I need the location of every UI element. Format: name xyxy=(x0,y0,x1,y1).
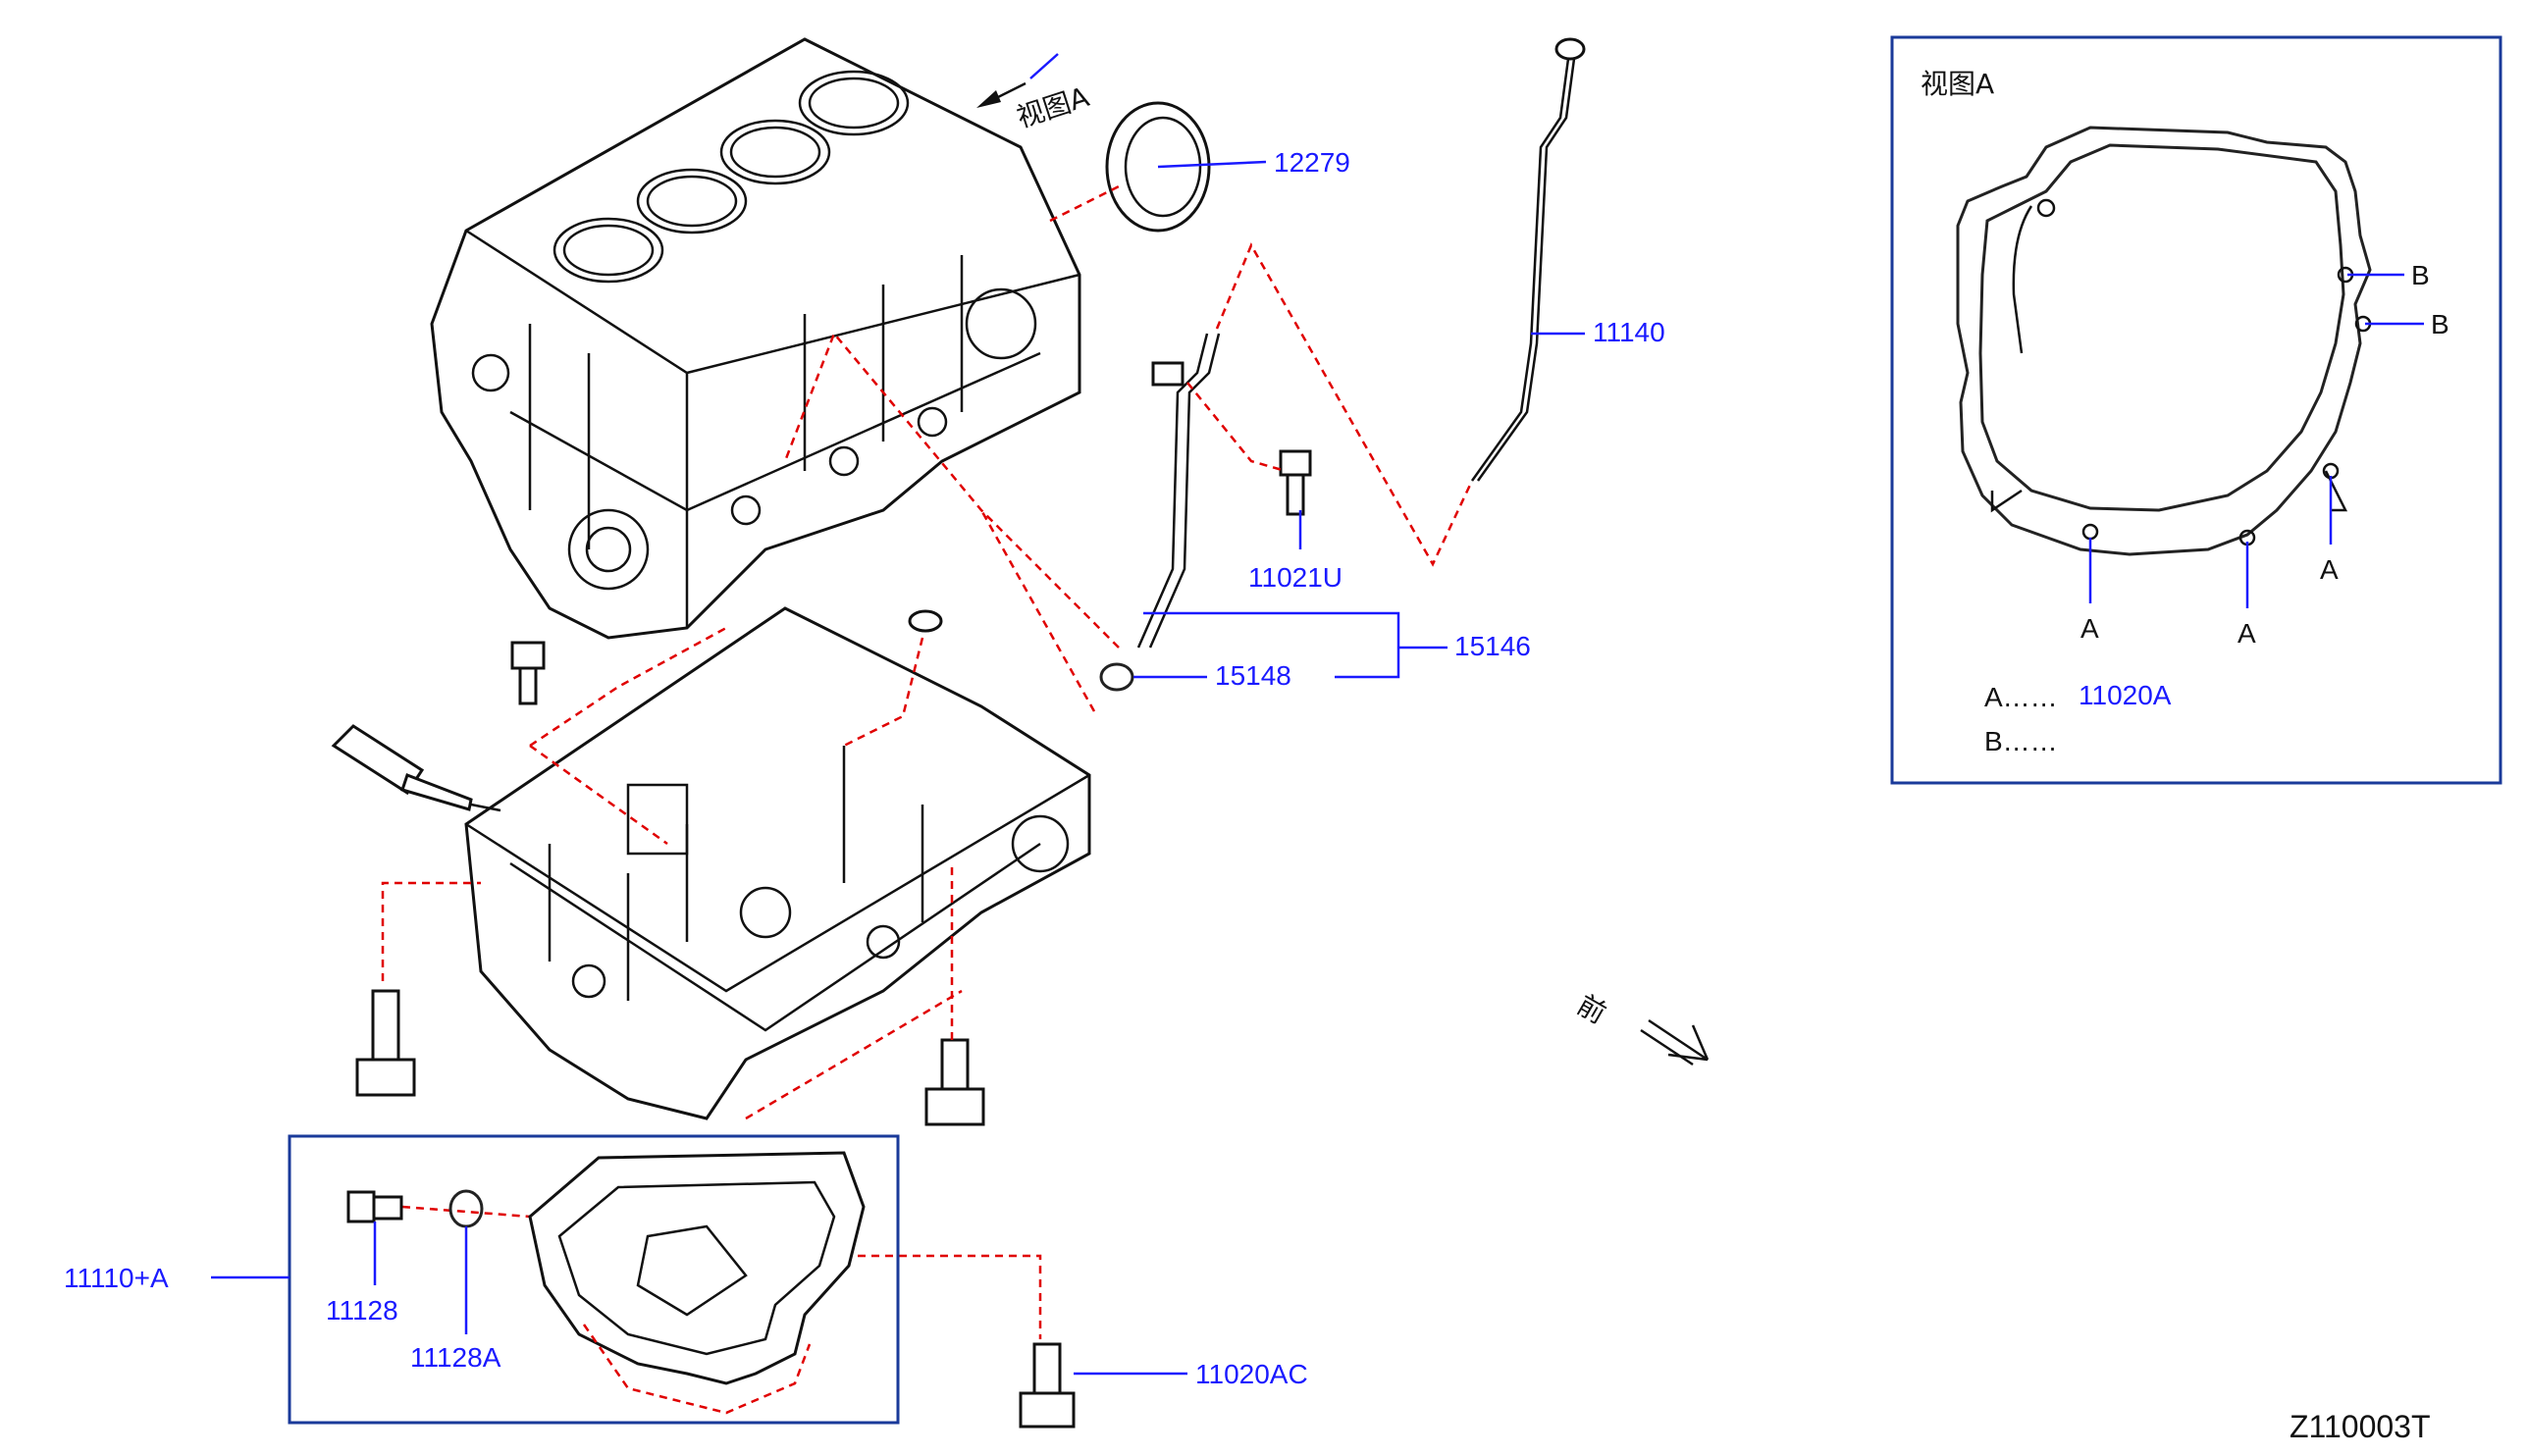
callout-leader-lines xyxy=(211,53,1585,1376)
sealant-tube-icon xyxy=(331,724,501,812)
callout-11128a: 11128A xyxy=(410,1342,501,1373)
pan-bolt-left-drawing xyxy=(355,989,416,1097)
oil-pan-assembly-frame xyxy=(288,1134,900,1425)
lower-oil-pan-drawing xyxy=(528,1151,866,1415)
view-a-inset-frame xyxy=(1890,35,2502,785)
bolt-11021u-drawing xyxy=(1279,449,1312,516)
callout-11021u: 11021U xyxy=(1248,562,1342,593)
legend-b-key: B…… xyxy=(1984,726,2058,756)
marker-b-upper: B xyxy=(2411,260,2430,290)
view-a-marker-leaders xyxy=(2088,273,2424,608)
bolt-11020ac-drawing xyxy=(1019,1342,1076,1429)
callout-11128: 11128 xyxy=(326,1295,398,1326)
callout-11020ac: 11020AC xyxy=(1195,1359,1308,1389)
drain-plug-washer-11128a-drawing xyxy=(448,1189,484,1228)
pan-bolt-right-drawing xyxy=(924,1038,985,1126)
callout-12279: 12279 xyxy=(1274,147,1350,178)
upper-oil-pan-drawing xyxy=(464,606,1091,1120)
dipstick-guide-tube-drawing xyxy=(1136,333,1221,649)
callout-15146: 15146 xyxy=(1454,631,1531,661)
drain-plug-11128-drawing xyxy=(346,1190,403,1223)
oil-dipstick-drawing xyxy=(1470,37,1586,482)
marker-a-middle: A xyxy=(2237,618,2256,649)
callout-11110-a: 11110+A xyxy=(64,1263,169,1293)
marker-a-left: A xyxy=(2080,613,2099,644)
block-bolt-drawing xyxy=(510,641,546,705)
view-a-arrow-icon xyxy=(976,81,1027,108)
legend-a-key: A…… xyxy=(1984,682,2058,712)
view-a-gasket-outline xyxy=(1956,126,2372,556)
cylinder-block-drawing xyxy=(430,37,1081,640)
o-ring-15148-drawing xyxy=(1099,662,1134,692)
marker-b-lower: B xyxy=(2431,309,2449,339)
front-direction-label: 前 xyxy=(1572,988,1612,1030)
view-a-pointer-label: 视图A xyxy=(1013,80,1093,134)
legend-a-value: 11020A xyxy=(2079,680,2172,710)
diagram-id: Z110003T xyxy=(2290,1409,2431,1444)
dashed-assembly-leaders xyxy=(381,184,1474,1339)
front-direction-arrow-icon xyxy=(1640,1018,1710,1066)
callout-15148: 15148 xyxy=(1215,660,1291,691)
view-a-inset-title: 视图A xyxy=(1921,68,1994,100)
plug-drawing xyxy=(908,609,943,633)
marker-a-right: A xyxy=(2320,554,2339,585)
callout-11140: 11140 xyxy=(1593,317,1665,347)
